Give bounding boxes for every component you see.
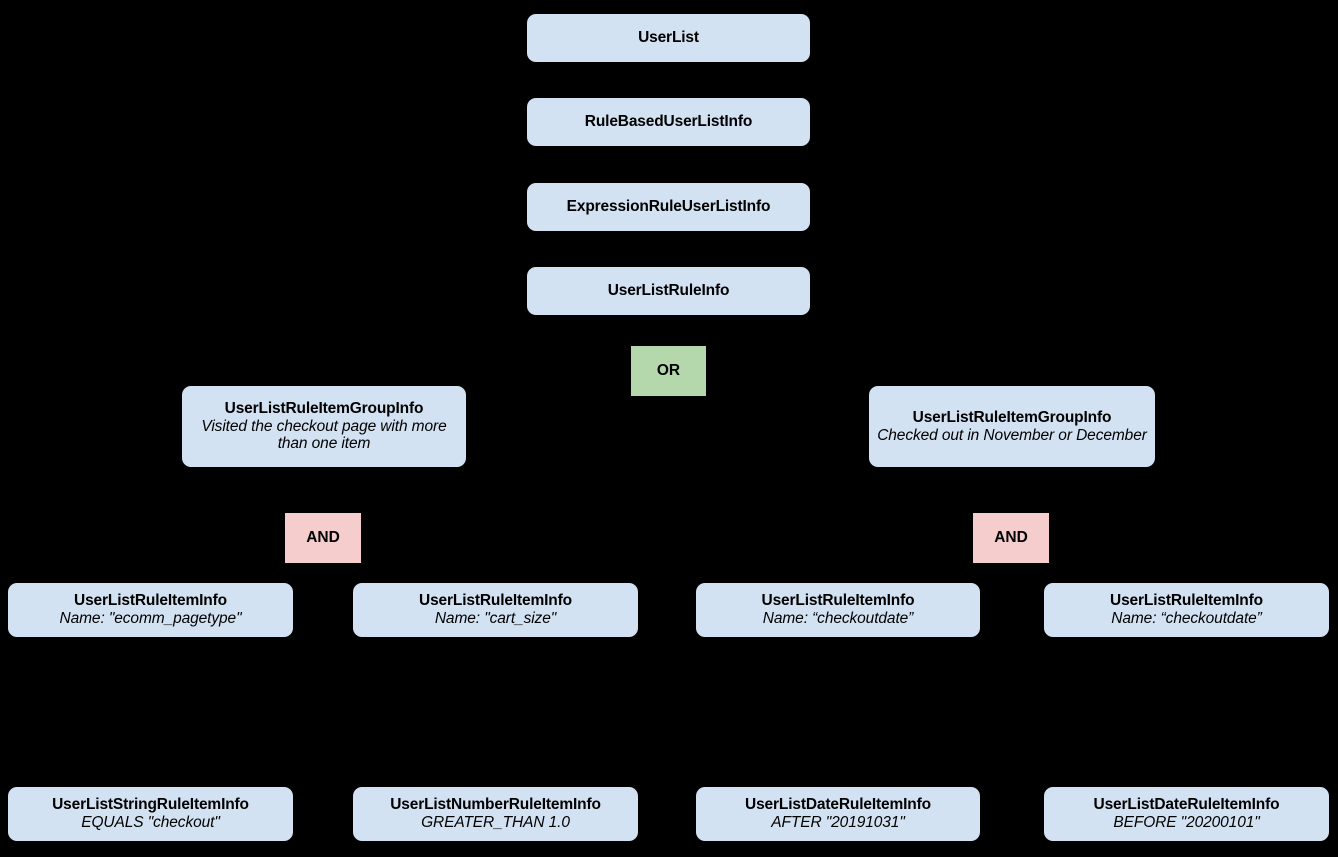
node-title: UserListRuleItemInfo [761,592,915,610]
node-description: Name: "cart_size" [434,610,557,627]
node-description: BEFORE "20200101" [1113,814,1260,831]
operator-and-right[interactable]: AND [973,513,1049,563]
node-description: Checked out in November or December [877,426,1147,444]
node-title: UserListDateRuleItemInfo [1093,796,1280,814]
node-title: UserListDateRuleItemInfo [745,796,931,814]
node-title: UserListRuleItemInfo [74,592,227,610]
edge-and-left-to-item-2 [322,563,496,583]
node-group-right[interactable]: UserListRuleItemGroupInfo Checked out in… [869,386,1155,467]
node-userlist[interactable]: UserList [527,14,810,62]
node-description: Visited the checkout page with more than… [201,417,447,453]
node-group-left[interactable]: UserListRuleItemGroupInfo Visited the ch… [182,386,466,467]
node-description: Name: "ecomm_pagetype" [59,610,242,627]
node-typed-ruleitem-1[interactable]: UserListStringRuleItemInfo EQUALS "check… [8,787,293,841]
node-description: AFTER "20191031" [771,814,905,831]
node-title: UserListRuleInfo [607,282,730,300]
edge-and-left-to-item-1 [149,563,324,583]
edge-group-left-to-and-left [322,467,325,513]
node-title: UserList [638,29,699,47]
arrowhead-rulebased [662,88,674,98]
node-rulebaseduserlistinfo[interactable]: RuleBasedUserListInfo [527,98,810,146]
node-typed-ruleitem-3[interactable]: UserListDateRuleItemInfo AFTER "20191031… [696,787,980,841]
node-title: UserListRuleItemGroupInfo [224,399,424,417]
node-title: UserListNumberRuleItemInfo [390,796,601,814]
node-description: EQUALS "checkout" [81,814,220,831]
node-title: UserListRuleItemInfo [1110,592,1263,610]
node-ruleitem-3[interactable]: UserListRuleItemInfo Name: “checkoutdate… [696,583,980,637]
arrowhead-or [662,336,674,346]
arrowhead-ruleinfo [662,257,674,267]
node-title: UserListRuleItemInfo [419,592,572,610]
node-userlistruleinfo[interactable]: UserListRuleInfo [527,267,810,315]
node-title: UserListRuleItemGroupInfo [912,408,1112,426]
node-ruleitem-4[interactable]: UserListRuleItemInfo Name: “checkoutdate… [1044,583,1329,637]
node-description: GREATER_THAN 1.0 [421,814,570,831]
operator-or[interactable]: OR [631,346,706,396]
operator-and-left[interactable]: AND [285,513,361,563]
node-expressionruleuserlistinfo[interactable]: ExpressionRuleUserListInfo [527,183,810,231]
edge-and-right-to-item-4 [1010,563,1187,583]
node-typed-ruleitem-2[interactable]: UserListNumberRuleItemInfo GREATER_THAN … [353,787,638,841]
node-ruleitem-2[interactable]: UserListRuleItemInfo Name: "cart_size" [353,583,638,637]
edge-and-right-to-item-3 [837,563,1012,583]
edge-group-right-to-and-right [1010,467,1013,513]
node-title: UserListStringRuleItemInfo [52,796,249,814]
arrowhead-expression [662,173,674,183]
node-ruleitem-1[interactable]: UserListRuleItemInfo Name: "ecomm_pagety… [8,583,293,637]
node-title: ExpressionRuleUserListInfo [566,198,771,216]
node-description: Name: “checkoutdate” [1111,610,1262,627]
node-title: RuleBasedUserListInfo [584,113,753,131]
node-description: Name: “checkoutdate” [762,610,914,627]
node-typed-ruleitem-4[interactable]: UserListDateRuleItemInfo BEFORE "2020010… [1044,787,1329,841]
